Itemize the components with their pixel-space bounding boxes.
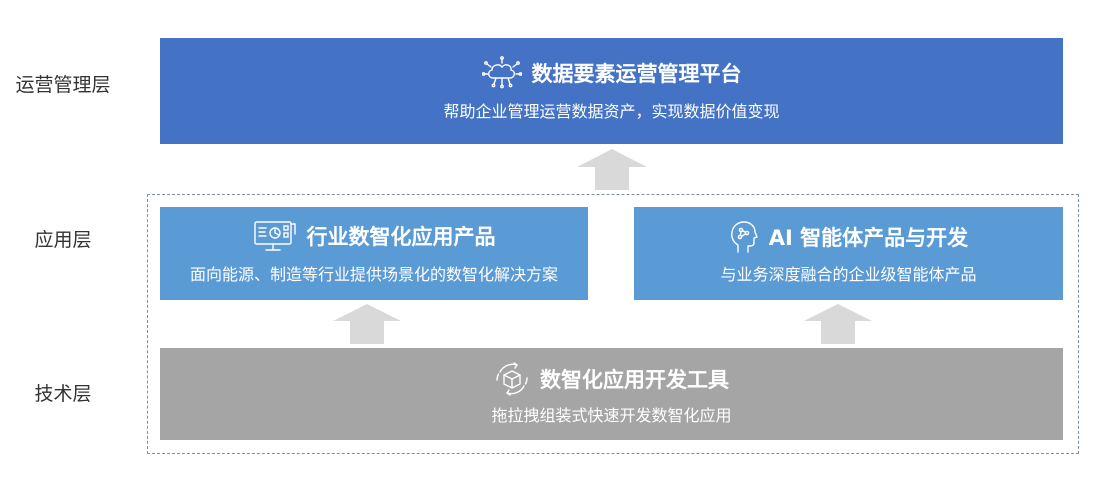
ai-head-icon [729,220,759,254]
arrow-up-to-industry-product [333,304,401,344]
dev-tools-box: 数智化应用开发工具 拖拉拽组装式快速开发数智化应用 [160,348,1063,440]
platform-box: 数据要素运营管理平台 帮助企业管理运营数据资产，实现数据价值变现 [160,38,1063,144]
monitor-dashboard-icon [253,220,297,252]
cloud-network-icon [481,56,522,90]
layer-label-operations: 运营管理层 [15,74,111,96]
platform-title: 数据要素运营管理平台 [531,62,742,86]
dev-tools-subtitle: 拖拉拽组装式快速开发数智化应用 [491,406,732,425]
ai-product-box: AI 智能体产品与开发 与业务深度融合的企业级智能体产品 [634,207,1063,300]
platform-subtitle: 帮助企业管理运营数据资产，实现数据价值变现 [443,102,780,121]
industry-product-title: 行业数智化应用产品 [306,225,496,249]
cube-cycle-icon [494,362,530,396]
dev-tools-title: 数智化应用开发工具 [540,368,729,392]
layer-label-technology: 技术层 [34,383,92,405]
application-technology-frame [147,194,1079,454]
industry-product-box: 行业数智化应用产品 面向能源、制造等行业提供场景化的数智化解决方案 [160,207,588,300]
ai-product-title: AI 智能体产品与开发 [768,226,969,250]
arrow-up-to-platform [577,149,647,190]
arrow-up-to-ai-product [804,304,872,344]
industry-product-subtitle: 面向能源、制造等行业提供场景化的数智化解决方案 [189,265,558,284]
layer-label-application: 应用层 [34,229,92,251]
ai-product-subtitle: 与业务深度融合的企业级智能体产品 [720,265,977,284]
